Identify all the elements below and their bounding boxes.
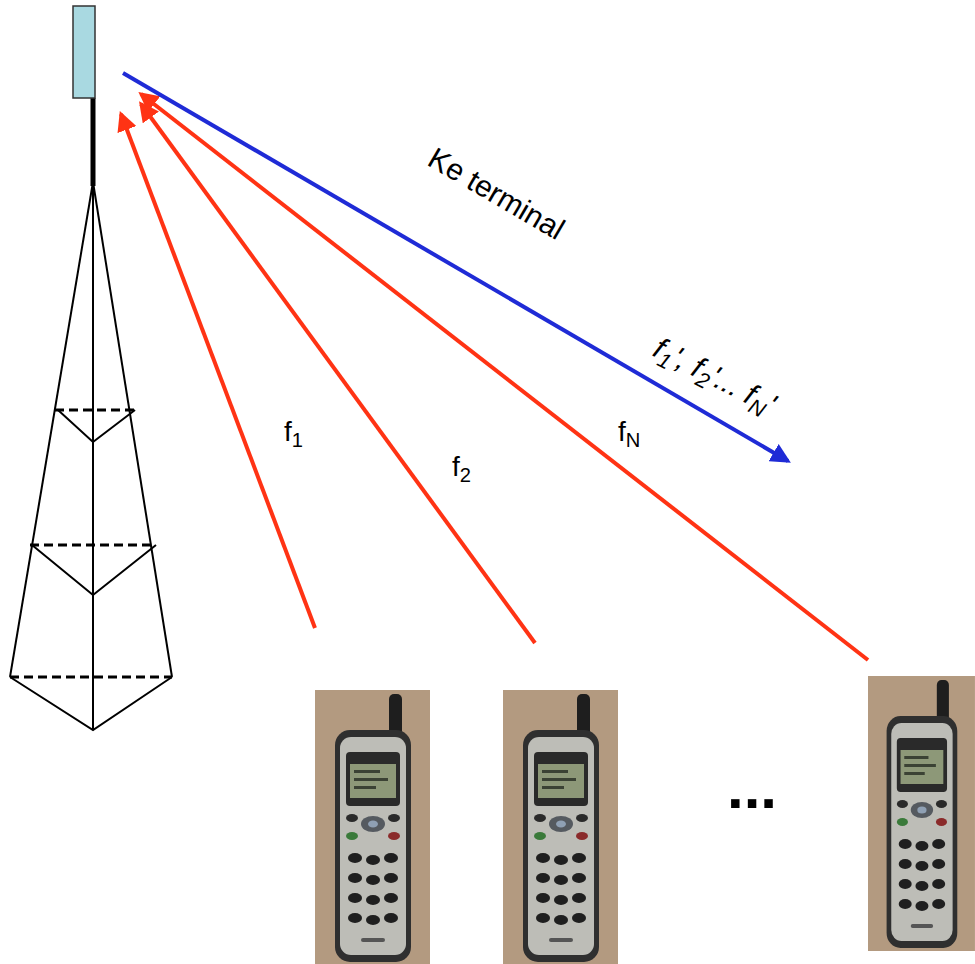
link-label: Ke terminal	[422, 140, 571, 248]
frequency-label: f1	[284, 415, 303, 449]
frequency-label: f1', f2'... fN'	[648, 330, 782, 422]
mobile-phone	[868, 676, 975, 951]
ellipsis-mark: ...	[727, 752, 777, 824]
frequency-label: f2	[452, 450, 471, 484]
downlink-arrow	[123, 73, 788, 461]
uplink-arrows	[121, 94, 868, 660]
mobile-phone	[503, 690, 618, 964]
antenna-tower	[10, 98, 172, 730]
antenna-panel	[73, 6, 95, 98]
frequency-label: fN	[618, 415, 640, 449]
mobile-phone	[315, 690, 430, 964]
